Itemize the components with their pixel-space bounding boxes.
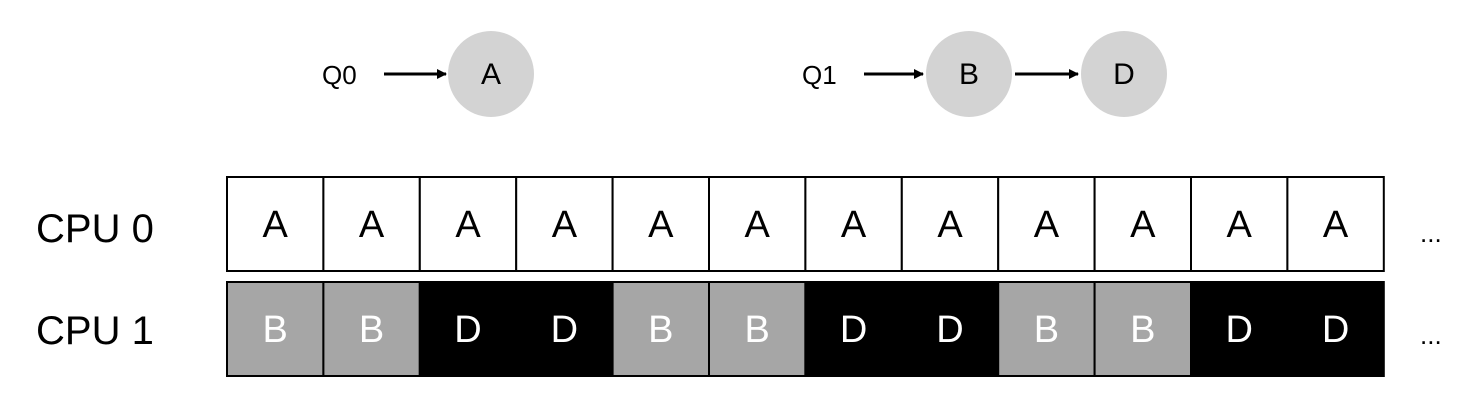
cpu-0-slot: A	[1286, 176, 1385, 272]
cpu-1-slot: B	[226, 281, 325, 377]
cpu-1-slot: D	[1190, 281, 1289, 377]
slot-box	[708, 176, 807, 272]
cpu-0-slot: A	[708, 176, 807, 272]
slot-job-label: A	[1227, 204, 1253, 246]
slot-box	[804, 281, 903, 377]
cpu-0-slot: A	[611, 176, 710, 272]
slot-box	[1190, 176, 1289, 272]
cpu-0-slot: A	[418, 176, 518, 272]
slot-job-label: D	[1225, 309, 1252, 351]
slot-box	[1190, 281, 1289, 377]
cpu-1-slot: D	[1286, 281, 1385, 377]
queue-node-b-label: B	[959, 58, 979, 91]
cpu-row-1: CPU 1 B B D D B B D D B B D D ...	[36, 281, 1442, 377]
slot-job-label: A	[1323, 204, 1349, 246]
slot-box	[611, 281, 710, 377]
queue-q0: Q0 A	[322, 31, 534, 117]
slot-box	[1286, 176, 1385, 272]
cpu-0-slot: A	[322, 176, 421, 272]
slot-box	[1093, 281, 1192, 377]
slot-box	[226, 176, 325, 272]
cpu-0-slot: A	[1093, 176, 1192, 272]
cpu-1-slot: B	[1093, 281, 1192, 377]
queue-label-q0: Q0	[322, 60, 357, 90]
cpu-1-slot: D	[418, 281, 518, 377]
cpu-0-slot: A	[515, 176, 614, 272]
queue-node-d-label: D	[1113, 58, 1135, 91]
slot-box	[900, 176, 1000, 272]
slot-job-label: B	[745, 309, 770, 351]
slot-job-label: A	[745, 204, 771, 246]
cpu-label-0: CPU 0	[36, 207, 154, 251]
cpu-1-slot: B	[611, 281, 710, 377]
slot-box	[226, 281, 325, 377]
cpu-1-slot: D	[900, 281, 1000, 377]
slot-box	[515, 281, 614, 377]
cpu-row-0: CPU 0 A A A A A A A A A A A A ...	[36, 176, 1442, 272]
slot-job-label: B	[263, 309, 288, 351]
cpu-0-slot: A	[804, 176, 903, 272]
slot-job-label: D	[551, 309, 578, 351]
slot-job-label: D	[936, 309, 963, 351]
slot-job-label: A	[552, 204, 578, 246]
cpu-0-slot: A	[900, 176, 1000, 272]
slot-box	[708, 281, 807, 377]
slot-job-label: A	[263, 204, 289, 246]
slot-job-label: A	[841, 204, 867, 246]
slot-box	[900, 281, 1000, 377]
cpu-0-slot: A	[1190, 176, 1289, 272]
slot-job-label: A	[359, 204, 385, 246]
cpu-1-slot: B	[997, 281, 1096, 377]
slot-job-label: D	[454, 309, 481, 351]
slot-job-label: A	[1034, 204, 1060, 246]
queue-node-d-circle	[1081, 31, 1167, 117]
slot-job-label: A	[1130, 204, 1156, 246]
queue-q1: Q1 B D	[802, 31, 1167, 117]
slot-job-label: B	[1130, 309, 1155, 351]
slot-job-label: A	[937, 204, 963, 246]
slot-job-label: B	[1034, 309, 1059, 351]
cpu-0-slot: A	[226, 176, 325, 272]
slot-box	[997, 176, 1096, 272]
slot-job-label: A	[648, 204, 674, 246]
slot-job-label: B	[648, 309, 673, 351]
slot-job-label: D	[1322, 309, 1349, 351]
slot-box	[1286, 281, 1385, 377]
cpu-1-slot: D	[515, 281, 614, 377]
slot-job-label: D	[840, 309, 867, 351]
cpu-0-slot: A	[997, 176, 1096, 272]
slot-box	[418, 281, 518, 377]
queue-label-q1: Q1	[802, 60, 837, 90]
slot-job-label: B	[359, 309, 384, 351]
cpu-1-slot: D	[804, 281, 903, 377]
queue-node-a-label: A	[481, 58, 501, 91]
cpu-1-slot: B	[708, 281, 807, 377]
slot-job-label: A	[455, 204, 481, 246]
slot-box	[804, 176, 903, 272]
cpu-0-continuation: ...	[1420, 218, 1442, 248]
slot-box	[322, 281, 421, 377]
cpu-1-continuation: ...	[1420, 320, 1442, 350]
queue-node-a-circle	[448, 31, 534, 117]
queue-node-b-circle	[926, 31, 1012, 117]
cpu-label-1: CPU 1	[36, 309, 154, 353]
cpu-1-slot: B	[322, 281, 421, 377]
slot-box	[322, 176, 421, 272]
